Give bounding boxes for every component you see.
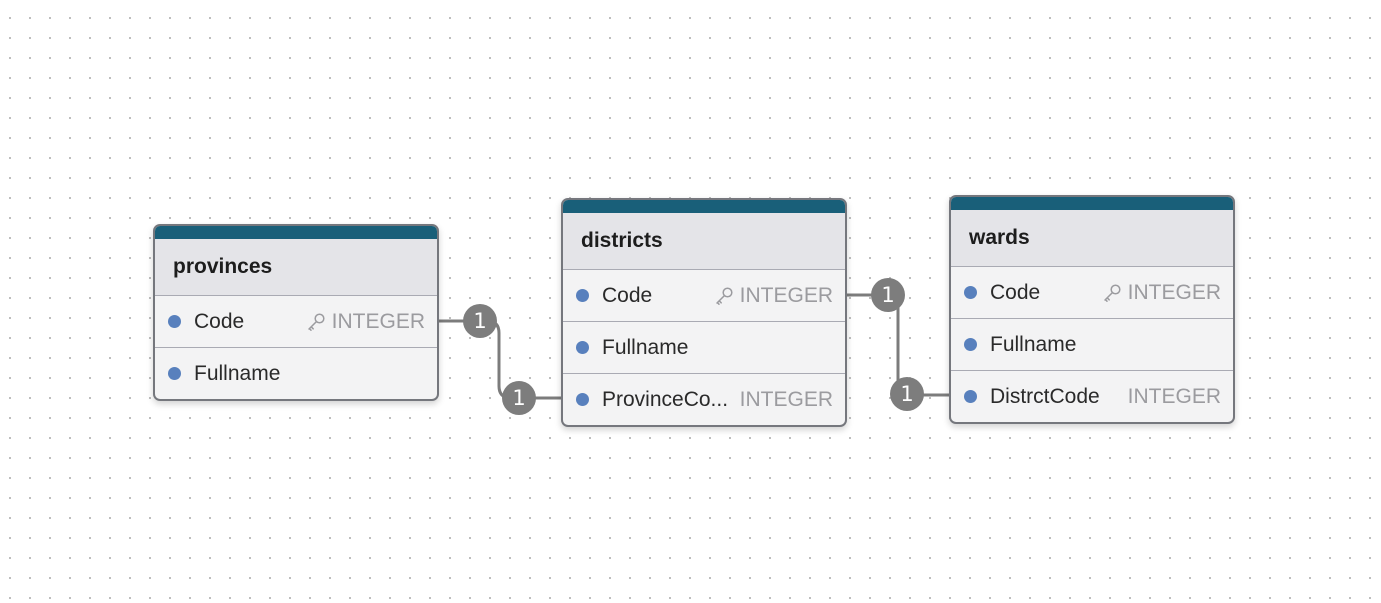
column-type: INTEGER	[1127, 384, 1221, 408]
table-title[interactable]: wards	[951, 210, 1233, 267]
column-name: DistrctCode	[990, 384, 1100, 408]
cardinality-marker-districts[interactable]: 1	[871, 278, 905, 312]
column-name: Fullname	[990, 332, 1077, 356]
column-name: ProvinceCo...	[602, 387, 729, 411]
table-header-bar	[951, 197, 1233, 210]
column-name: Fullname	[602, 335, 689, 359]
column-row[interactable]: DistrctCode INTEGER	[951, 371, 1233, 422]
column-name: Code	[602, 283, 653, 307]
key-icon	[307, 312, 325, 331]
key-icon	[715, 286, 733, 305]
column-type: INTEGER	[739, 387, 833, 411]
column-row[interactable]: ProvinceCo... INTEGER	[563, 374, 845, 425]
table-header-bar	[155, 226, 437, 239]
column-dot-icon	[576, 393, 589, 406]
column-dot-icon	[576, 341, 589, 354]
column-row[interactable]: Code INTEGER	[563, 270, 845, 322]
column-dot-icon	[168, 315, 181, 328]
column-dot-icon	[576, 289, 589, 302]
column-row[interactable]: Fullname	[155, 348, 437, 399]
column-row[interactable]: Fullname	[951, 319, 1233, 371]
column-type: INTEGER	[1127, 280, 1221, 304]
relationship-line-provinces-districts[interactable]	[438, 319, 562, 400]
column-dot-icon	[964, 286, 977, 299]
column-name: Fullname	[194, 361, 281, 385]
table-header-bar	[563, 200, 845, 213]
column-name: Code	[194, 309, 245, 333]
column-dot-icon	[168, 367, 181, 380]
column-type: INTEGER	[739, 283, 833, 307]
cardinality-marker-wards-district[interactable]: 1	[890, 377, 924, 411]
table-wards[interactable]: wards Code INTEGER Fullname DistrctCode …	[949, 195, 1235, 424]
table-title[interactable]: districts	[563, 213, 845, 270]
table-districts[interactable]: districts Code INTEGER Fullname Province…	[561, 198, 847, 427]
cardinality-marker-districts-province[interactable]: 1	[502, 381, 536, 415]
column-dot-icon	[964, 338, 977, 351]
table-title[interactable]: provinces	[155, 239, 437, 296]
column-row[interactable]: Fullname	[563, 322, 845, 374]
column-type: INTEGER	[331, 309, 425, 333]
column-row[interactable]: Code INTEGER	[951, 267, 1233, 319]
table-provinces[interactable]: provinces Code INTEGER Fullname	[153, 224, 439, 401]
key-icon	[1103, 283, 1121, 302]
column-dot-icon	[964, 390, 977, 403]
cardinality-marker-provinces[interactable]: 1	[463, 304, 497, 338]
column-row[interactable]: Code INTEGER	[155, 296, 437, 348]
column-name: Code	[990, 280, 1041, 304]
